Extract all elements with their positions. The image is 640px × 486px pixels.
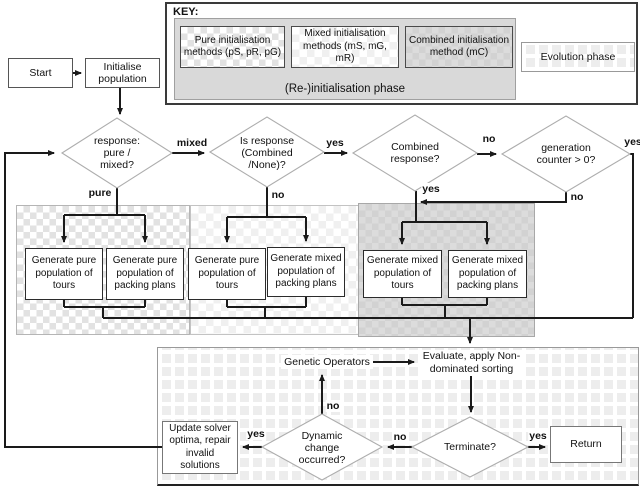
key-item-mixed: Mixed initialisation methods (mS, mG, mR… (291, 26, 399, 68)
generate-pure-tours-box: Generate pure population of tours (25, 248, 103, 300)
key-item-pure-label: Pure initialisation methods (pS, pR, pG) (183, 34, 282, 59)
start-label: Start (29, 66, 52, 79)
update-solver-box: Update solver optima, repair invalid sol… (162, 421, 238, 474)
start-box: Start (8, 58, 73, 88)
diamond-generation-counter (500, 115, 632, 193)
generate-mixed-tours-box: Generate mixed population of tours (363, 250, 442, 298)
label-no-d3: no (481, 133, 497, 145)
key-item-combined: Combined initialisation method (mC) (405, 26, 513, 68)
label-mixed: mixed (175, 137, 209, 149)
generate-mixed-packing-box: Generate mixed population of packing pla… (267, 247, 345, 297)
genetic-operators-text: Genetic Operators (281, 355, 373, 369)
generate-pure-tours-label-2: Generate pure population of tours (194, 255, 260, 292)
key-item-evolution-label: Evolution phase (540, 51, 616, 63)
generate-mixed-tours-label: Generate mixed population of tours (366, 255, 439, 292)
response-type-text: response: pure / mixed? (93, 134, 141, 172)
diamond-is-response (208, 116, 326, 188)
label-no-dynamic: no (325, 400, 341, 412)
label-yes-d2: yes (325, 137, 345, 149)
label-pure: pure (87, 187, 113, 199)
key-panel: KEY: Pure initialisation methods (pS, pR… (165, 2, 638, 105)
edge-region2-join (226, 297, 307, 318)
edge-d1-pure-split (64, 188, 145, 216)
diamond-terminate (410, 416, 530, 478)
label-yes-terminate: yes (528, 430, 548, 442)
label-no-d2: no (270, 189, 286, 201)
edge-d3-yes-split (402, 191, 487, 223)
label-yes-d3: yes (421, 183, 441, 195)
generate-pure-packing-label: Generate pure population of packing plan… (112, 255, 178, 292)
key-item-combined-label: Combined initialisation method (mC) (408, 34, 510, 59)
generate-pure-tours-label: Generate pure population of tours (31, 255, 97, 292)
generation-counter-text: generation counter > 0? (536, 141, 596, 166)
key-reinit-group-label: (Re-)initialisation phase (284, 83, 406, 95)
diamond-response-type (60, 117, 174, 189)
key-reinit-group: Pure initialisation methods (pS, pR, pG)… (174, 18, 516, 100)
edge-region1-join (63, 300, 146, 318)
return-label: Return (570, 438, 602, 451)
key-item-mixed-label: Mixed initialisation methods (mS, mG, mR… (303, 28, 387, 65)
key-item-evolution: Evolution phase (521, 42, 635, 72)
label-yes-dynamic: yes (246, 428, 266, 440)
edge-d4-yes-rightloop (630, 153, 634, 318)
initialise-population-box: Initialise population (85, 58, 160, 88)
label-no-d4: no (569, 191, 585, 203)
key-item-pure: Pure initialisation methods (pS, pR, pG) (180, 26, 285, 68)
diamond-dynamic-change (260, 413, 384, 481)
diamond-combined-response (351, 114, 479, 192)
is-response-text: Is response (Combined /None)? (239, 134, 295, 172)
label-yes-d4: yes (623, 136, 640, 148)
generate-pure-tours-box-2: Generate pure population of tours (188, 248, 266, 300)
generate-mixed-packing-box-2: Generate mixed population of packing pla… (448, 250, 527, 298)
update-solver-label: Update solver optima, repair invalid sol… (169, 422, 231, 472)
generate-mixed-packing-label-2: Generate mixed population of packing pla… (451, 255, 524, 292)
generate-mixed-packing-label: Generate mixed population of packing pla… (270, 253, 342, 290)
dynamic-change-text: Dynamic change occurred? (298, 429, 346, 467)
combined-response-text: Combined response? (390, 140, 440, 165)
terminate-text: Terminate? (444, 441, 496, 454)
edge-update-loop-d1 (4, 150, 162, 448)
return-box: Return (550, 426, 622, 463)
initialise-population-label: Initialise population (98, 60, 147, 85)
generate-pure-packing-box: Generate pure population of packing plan… (106, 248, 184, 300)
edge-d4-no-merge (420, 192, 567, 205)
key-title: KEY: (173, 6, 199, 18)
label-no-terminate: no (392, 431, 408, 443)
evaluate-sort-text: Evaluate, apply Non-dominated sorting (421, 350, 522, 376)
edge-region3-join (401, 298, 488, 318)
edge-d2-no-split (227, 187, 306, 218)
